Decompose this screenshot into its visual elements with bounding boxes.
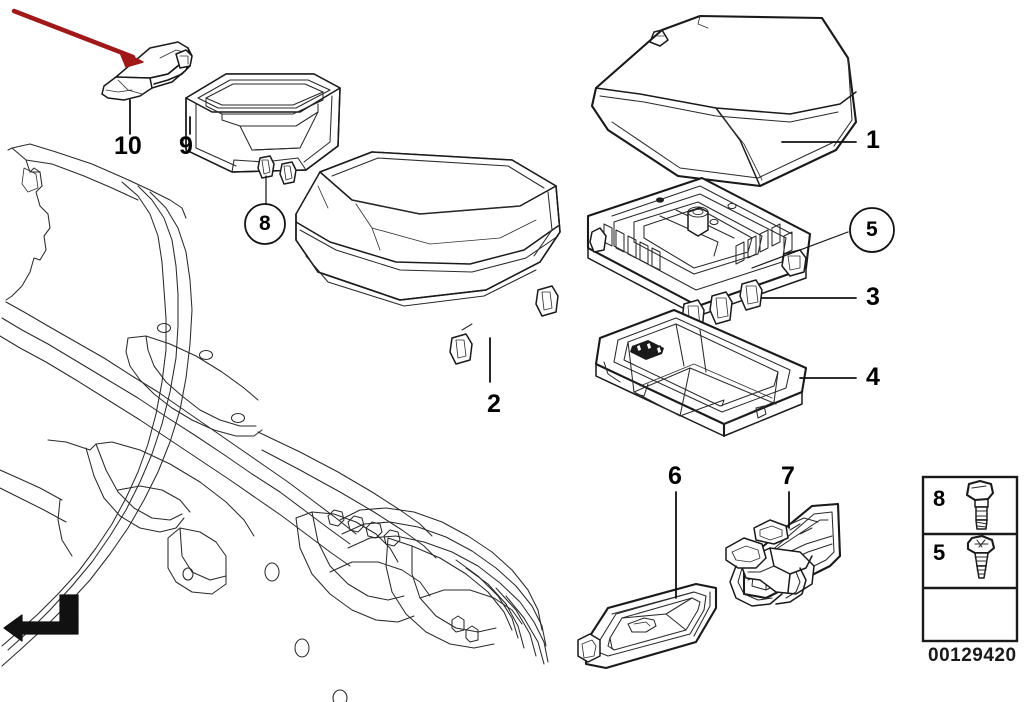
callout-label-3: 3 — [866, 283, 880, 311]
leader-lines — [129, 99, 857, 599]
callout-label-9: 9 — [179, 132, 193, 160]
part-3-mounting-frame-bracket — [586, 176, 812, 335]
legend-number-8: 8 — [933, 486, 946, 511]
center-console-assembly — [0, 143, 549, 702]
part-2-padded-armrest — [295, 151, 561, 365]
callout-circles — [244, 203, 895, 253]
legend-number-5: 5 — [933, 540, 946, 565]
callout-label-1: 1 — [866, 126, 880, 154]
part-10-small-trim-cover — [101, 41, 193, 101]
callout-label-4: 4 — [866, 363, 880, 391]
diagram-part-number: 00129420 — [928, 645, 1017, 666]
bent-arrow-icon — [3, 594, 79, 642]
part-9-console-tray-insert — [185, 73, 341, 185]
part-4-storage-tray-bin — [594, 308, 808, 438]
callout-label-7: 7 — [781, 462, 795, 490]
callout-label-2: 2 — [487, 390, 501, 418]
callout-label-10: 10 — [114, 132, 142, 160]
part-7-cup-holder-extended — [725, 502, 842, 607]
highlight-arrow — [11, 8, 144, 68]
part-1-armrest-lid-cover — [590, 14, 858, 188]
legend-box — [3, 475, 1019, 643]
callout-label-8: 8 — [259, 212, 271, 235]
callout-label-5: 5 — [866, 218, 878, 241]
callout-circle-5 — [849, 207, 895, 253]
part-6-cup-holder-closed — [577, 582, 718, 670]
callout-label-6: 6 — [668, 462, 682, 490]
callout-circle-8 — [244, 203, 286, 245]
leader-5 — [751, 231, 849, 269]
phillips-screw-icon — [966, 534, 996, 579]
hex-bolt-icon — [965, 479, 995, 530]
